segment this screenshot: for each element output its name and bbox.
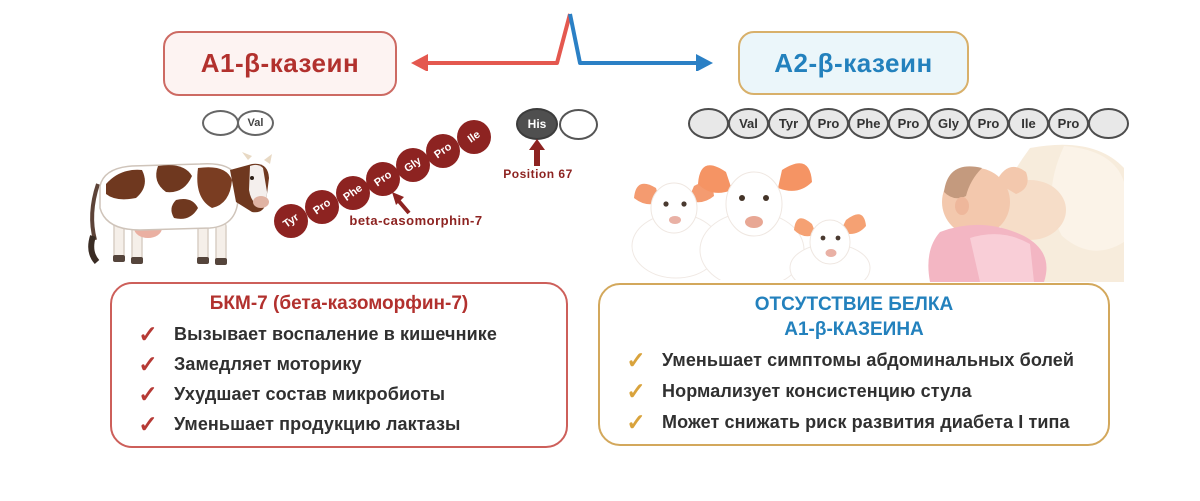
mother-breast	[994, 180, 1066, 240]
list-item: ✓ Ухудшает состав микробиоты	[112, 379, 566, 409]
a1-residue-trailing-blank	[559, 109, 598, 140]
bcm7-effects-box: БКМ-7 (бета-казоморфин-7) ✓ Вызывает вос…	[110, 282, 568, 448]
left-arrowhead-icon	[411, 54, 428, 71]
breastfeeding-photo	[928, 144, 1124, 282]
goats-photo	[631, 163, 871, 280]
bcm7-effects-list: ✓ Вызывает воспаление в кишечнике ✓ Заме…	[112, 319, 566, 439]
bcm7-residue: Phe	[336, 176, 370, 210]
a2-benefits-title: ОТСУТСТВИЕ БЕЛКА А1-β-КАЗЕИНА	[754, 294, 954, 340]
a2-benefits-box: ОТСУТСТВИЕ БЕЛКА А1-β-КАЗЕИНА ✓ Уменьшае…	[598, 283, 1110, 446]
a2-benefits-list: ✓ Уменьшает симптомы абдоминальных болей…	[600, 345, 1108, 438]
a2-residue: Pro	[1048, 108, 1089, 139]
checkmark-icon: ✓	[626, 409, 646, 435]
cow-legs	[113, 219, 227, 264]
bcm7-caption: beta-casomorphin-7	[349, 213, 483, 228]
baby-hair	[944, 166, 982, 199]
a2-residue: Ile	[1008, 108, 1049, 139]
checkmark-icon: ✓	[626, 347, 646, 373]
a2-residue	[1088, 108, 1129, 139]
list-item: ✓ Вызывает воспаление в кишечнике	[112, 319, 566, 349]
a2-residue	[688, 108, 729, 139]
a1-residue-val: Val	[237, 110, 274, 136]
cow-tail	[90, 183, 100, 241]
a1-residue-blank	[202, 110, 239, 136]
cow-muzzle	[253, 196, 269, 208]
bcm7-residue: Pro	[305, 190, 339, 224]
a2-residue: Gly	[928, 108, 969, 139]
cow-horn	[242, 152, 252, 160]
milk-peak-split-arrows	[411, 13, 713, 71]
his-residue: His	[516, 108, 558, 140]
a1-casein-label: А1-β-казеин	[163, 31, 397, 96]
baby-ear	[955, 197, 969, 215]
a2-residue: Pro	[808, 108, 849, 139]
a2-residue: Pro	[888, 108, 929, 139]
goat-kid	[789, 214, 871, 280]
position-67-arrow-icon	[529, 139, 545, 166]
bcm7-pointer-arrow-icon	[392, 192, 411, 215]
checkmark-icon: ✓	[138, 380, 158, 407]
cow-patches	[106, 165, 232, 219]
bcm7-residue: Gly	[396, 148, 430, 182]
cow-blaze	[249, 164, 267, 205]
a2-residue: Val	[728, 108, 769, 139]
list-item: ✓ Уменьшает симптомы абдоминальных болей	[600, 345, 1108, 376]
cow-photo	[88, 152, 272, 265]
position-67-caption: Position 67	[503, 167, 573, 181]
a2-casein-title: А2-β-казеин	[774, 47, 933, 78]
a1-casein-title: А1-β-казеин	[200, 48, 360, 78]
bcm7-residue: Pro	[366, 162, 400, 196]
list-item: ✓ Может снижать риск развития диабета I …	[600, 407, 1108, 438]
a2-residue: Tyr	[768, 108, 809, 139]
baby-arm	[996, 166, 1028, 194]
list-item: ✓ Замедляет моторику	[112, 349, 566, 379]
checkmark-icon: ✓	[138, 410, 158, 437]
bcm7-effects-title: БКМ-7 (бета-казоморфин-7)	[209, 293, 469, 314]
bcm7-residue: Tyr	[274, 204, 308, 238]
a2-residue: Phe	[848, 108, 889, 139]
list-item: ✓ Уменьшает продукцию лактазы	[112, 409, 566, 439]
checkmark-icon: ✓	[138, 350, 158, 377]
a2-residue: Pro	[968, 108, 1009, 139]
checkmark-icon: ✓	[138, 320, 158, 347]
goat-center	[698, 163, 812, 280]
bcm7-residue: Pro	[426, 134, 460, 168]
right-arrowhead-icon	[696, 54, 713, 71]
a2-casein-label: А2-β-казеин	[738, 31, 969, 95]
checkmark-icon: ✓	[626, 378, 646, 404]
list-item: ✓ Нормализует консистенцию стула	[600, 376, 1108, 407]
bcm7-residue: Ile	[457, 120, 491, 154]
